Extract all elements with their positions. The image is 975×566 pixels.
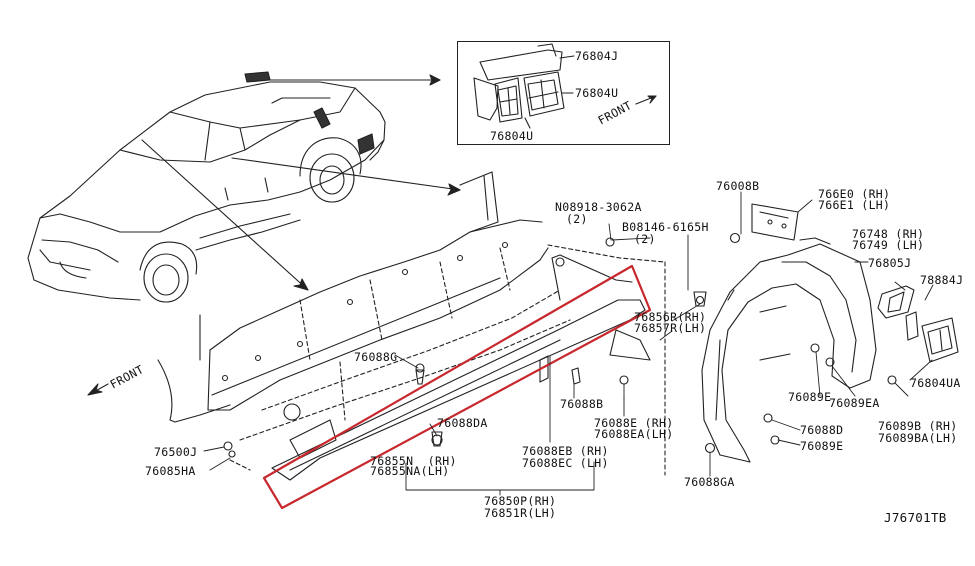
callout-arrows bbox=[141, 74, 461, 291]
label-76089E-a: 76089E bbox=[788, 390, 832, 404]
label-76500J: 76500J bbox=[154, 445, 198, 459]
label-76088E: 76088E (RH) bbox=[594, 416, 674, 430]
label-76804U-right: 76804U bbox=[575, 86, 619, 100]
sill-molding bbox=[271, 254, 651, 481]
bracket-766E0 bbox=[751, 203, 799, 241]
car-illustration bbox=[27, 71, 386, 303]
label-76089E-b: 76089E bbox=[800, 439, 844, 453]
label-76804UA: 76804UA bbox=[910, 376, 961, 390]
label-n08918: N08918-3062A bbox=[555, 200, 642, 214]
label-76748: 76748 (RH) bbox=[852, 227, 925, 241]
label-76851R: 76851R(LH) bbox=[484, 506, 557, 520]
body-side-drawing bbox=[157, 171, 666, 476]
label-76850P: 76850P(RH) bbox=[484, 494, 557, 508]
label-b08146-qty: (2) bbox=[634, 232, 656, 246]
label-76088EC: 76088EC (LH) bbox=[522, 456, 609, 470]
inset-box bbox=[457, 41, 670, 145]
label-76749: 76749 (LH) bbox=[852, 238, 925, 252]
label-78884J: 78884J bbox=[920, 273, 964, 287]
label-76089BA: 76089BA(LH) bbox=[878, 431, 958, 445]
label-76088B: 76088B bbox=[560, 397, 604, 411]
label-76085HA: 76085HA bbox=[145, 464, 196, 478]
label-76089EA: 76089EA bbox=[829, 396, 880, 410]
label-76857R: 76857R(LH) bbox=[634, 321, 707, 335]
leader-lines bbox=[203, 191, 934, 496]
diagram-id: J76701TB bbox=[884, 510, 947, 525]
small-vents bbox=[877, 285, 959, 363]
label-76855NA: 76855NA(LH) bbox=[370, 464, 450, 478]
label-76088EB: 76088EB (RH) bbox=[522, 444, 609, 458]
label-76805J: 76805J bbox=[868, 256, 912, 270]
clips bbox=[223, 232, 897, 458]
label-b08146: B08146-6165H bbox=[622, 220, 709, 234]
label-n08918-qty: (2) bbox=[566, 212, 588, 226]
label-766E0: 766E0 (RH) bbox=[818, 187, 891, 201]
label-76855N: 76855N (RH) bbox=[370, 454, 457, 468]
inset-vent-drawing bbox=[473, 43, 657, 129]
label-766E1: 766E1 (LH) bbox=[818, 198, 891, 212]
label-76088D: 76088D bbox=[800, 423, 844, 437]
wheel-house-liner bbox=[701, 237, 877, 463]
label-76008B-top: 76008B bbox=[716, 179, 760, 193]
label-76088DA: 76088DA bbox=[437, 416, 488, 430]
label-76804U-bottom: 76804U bbox=[490, 129, 534, 143]
label-76856R: 76856R(RH) bbox=[634, 310, 707, 324]
label-76089B: 76089B (RH) bbox=[878, 419, 958, 433]
label-76804J: 76804J bbox=[575, 49, 619, 63]
label-76088EA: 76088EA(LH) bbox=[594, 427, 674, 441]
label-76088G: 76088G bbox=[354, 350, 398, 364]
highlight-frame bbox=[262, 264, 652, 510]
label-76088GA: 76088GA bbox=[684, 475, 735, 489]
